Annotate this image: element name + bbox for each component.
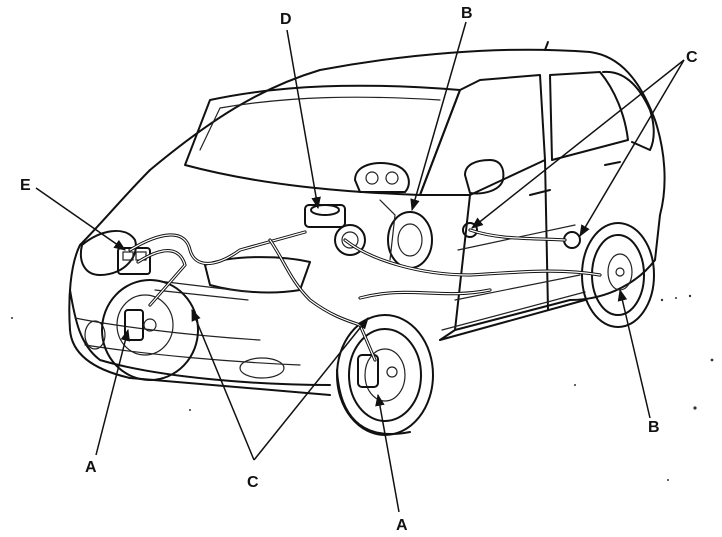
callout-a-front-right: A: [396, 517, 408, 534]
leader-lines: [35, 21, 685, 513]
callout-c-top: C: [686, 49, 698, 66]
callout-e-left: E: [20, 177, 31, 194]
rear-brake-assembly: [462, 222, 581, 249]
brake-master-cylinder: [304, 204, 366, 256]
callout-b-rear: B: [648, 419, 660, 436]
front-left-wheel: [101, 279, 199, 381]
front-right-wheel: [336, 314, 434, 436]
callout-b-top: B: [461, 5, 473, 22]
instrument-cluster: [354, 162, 410, 193]
callout-a-front-left: A: [85, 459, 97, 476]
brake-lines: [128, 228, 602, 362]
brake-booster: [379, 199, 433, 269]
scan-noise: [11, 294, 714, 481]
callout-d-top: D: [280, 11, 292, 28]
callout-c-bottom: C: [247, 474, 259, 491]
abs-modulator: [117, 247, 151, 275]
